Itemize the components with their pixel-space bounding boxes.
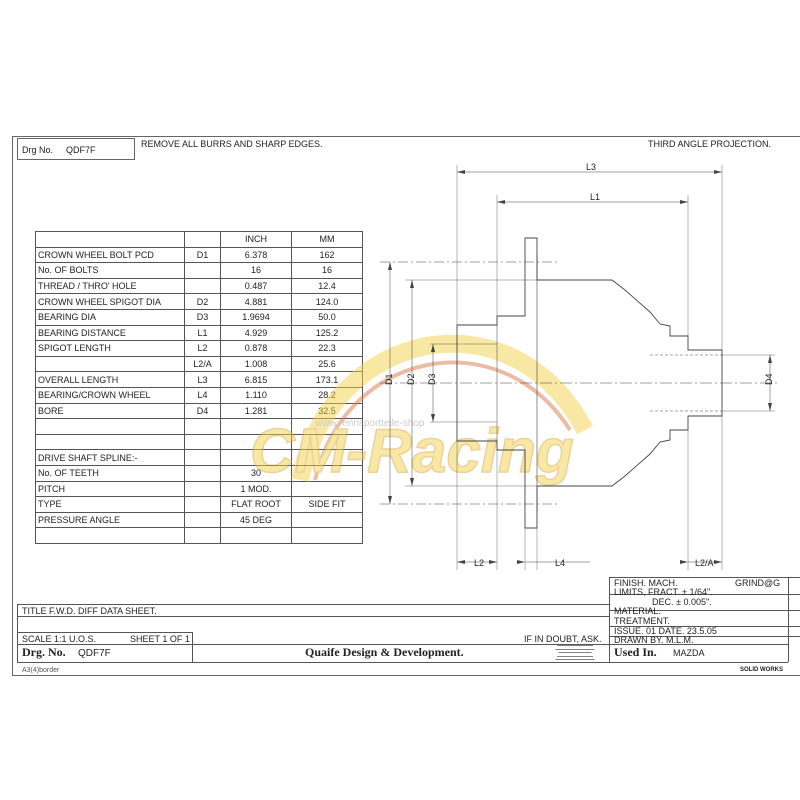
drawing-number-box: Drg No. QDF7F bbox=[17, 138, 135, 160]
tb-limits-dec: DEC. ± 0.005". bbox=[652, 597, 712, 607]
tb-drg-value: QDF7F bbox=[78, 648, 111, 659]
watermark-arc bbox=[291, 334, 593, 482]
tb-treatment: TREATMENT. bbox=[614, 616, 670, 626]
diff-profile-lower bbox=[456, 383, 723, 529]
diff-profile-upper bbox=[456, 237, 723, 383]
watermark-arc-inner bbox=[313, 360, 572, 481]
tb-finish: FINISH. MACH. bbox=[614, 578, 678, 588]
tb-format: A3(4)border bbox=[22, 667, 60, 674]
tb-company: Quaife Design & Development. bbox=[305, 645, 464, 659]
tb-software: SOLID WORKS bbox=[740, 667, 783, 673]
tb-line-div1 bbox=[192, 632, 193, 662]
note-burrs: REMOVE ALL BURRS AND SHARP EDGES. bbox=[141, 139, 323, 149]
tb-line-r3 bbox=[609, 626, 800, 627]
drawing-number-value: QDF7F bbox=[66, 145, 96, 155]
label-d3: D3 bbox=[427, 373, 437, 385]
table-row bbox=[35, 418, 363, 435]
tb-sheet: SHEET 1 OF 1 bbox=[130, 634, 190, 644]
dimension-arrows bbox=[388, 170, 772, 564]
tb-line-r2 bbox=[609, 610, 800, 611]
label-l3: L3 bbox=[586, 162, 596, 172]
tb-line-right bbox=[788, 577, 789, 662]
drawing-sheet-frame bbox=[12, 136, 800, 676]
tb-drg-label: Drg. No. bbox=[22, 645, 66, 659]
tb-drawn-by: DRAWN BY. M.L.M. bbox=[614, 635, 694, 645]
tb-used-in-label: Used In. bbox=[614, 645, 657, 659]
tb-if-in-doubt: IF IN DOUBT, ASK. bbox=[524, 634, 602, 644]
label-d2: D2 bbox=[406, 373, 416, 385]
label-l2a: L2/A bbox=[695, 558, 714, 568]
tb-line-main bbox=[17, 644, 788, 645]
tb-line-title-top bbox=[17, 604, 609, 605]
label-l1: L1 bbox=[590, 192, 600, 202]
tb-limits-fract: LIMITS, FRACT. ± 1/64". bbox=[614, 587, 713, 597]
tb-line-left bbox=[17, 604, 18, 662]
table-cell bbox=[291, 527, 363, 544]
label-l4: L4 bbox=[555, 558, 565, 568]
tb-line-bottom bbox=[17, 662, 788, 663]
label-d1: D1 bbox=[384, 373, 394, 385]
label-l2: L2 bbox=[474, 558, 484, 568]
tb-line-r4 bbox=[609, 636, 800, 637]
tb-line-scale-top bbox=[17, 632, 192, 633]
tb-line-title-bottom bbox=[17, 616, 609, 617]
tb-fine-print: ▬▬▬▬▬▬▬▬▬▬▬▬▬▬▬▬▬▬▬▬▬▬▬▬▬▬▬▬▬▬▬▬▬▬▬▬▬▬▬▬… bbox=[555, 643, 595, 661]
drawing-number-label: Drg No. bbox=[22, 145, 54, 155]
watermark-url: www.rennsportteile-shop bbox=[314, 418, 425, 429]
tb-line-r1 bbox=[609, 594, 800, 595]
tb-material: MATERIAL. bbox=[614, 606, 661, 616]
projection-note: THIRD ANGLE PROJECTION. bbox=[648, 139, 772, 149]
tb-scale: SCALE 1:1 U.O.S. bbox=[22, 634, 97, 644]
tb-line-div2 bbox=[609, 577, 610, 662]
label-d4: D4 bbox=[764, 373, 774, 385]
table-row bbox=[35, 527, 363, 544]
tb-line-right-top bbox=[609, 577, 800, 578]
tb-title: TITLE F.W.D. DIFF DATA SHEET. bbox=[22, 606, 157, 616]
tb-used-in-value: MAZDA bbox=[673, 648, 705, 658]
tb-grind: GRIND@G bbox=[735, 578, 781, 588]
tb-issue: ISSUE. 01 DATE. 23.5.05 bbox=[614, 626, 717, 636]
